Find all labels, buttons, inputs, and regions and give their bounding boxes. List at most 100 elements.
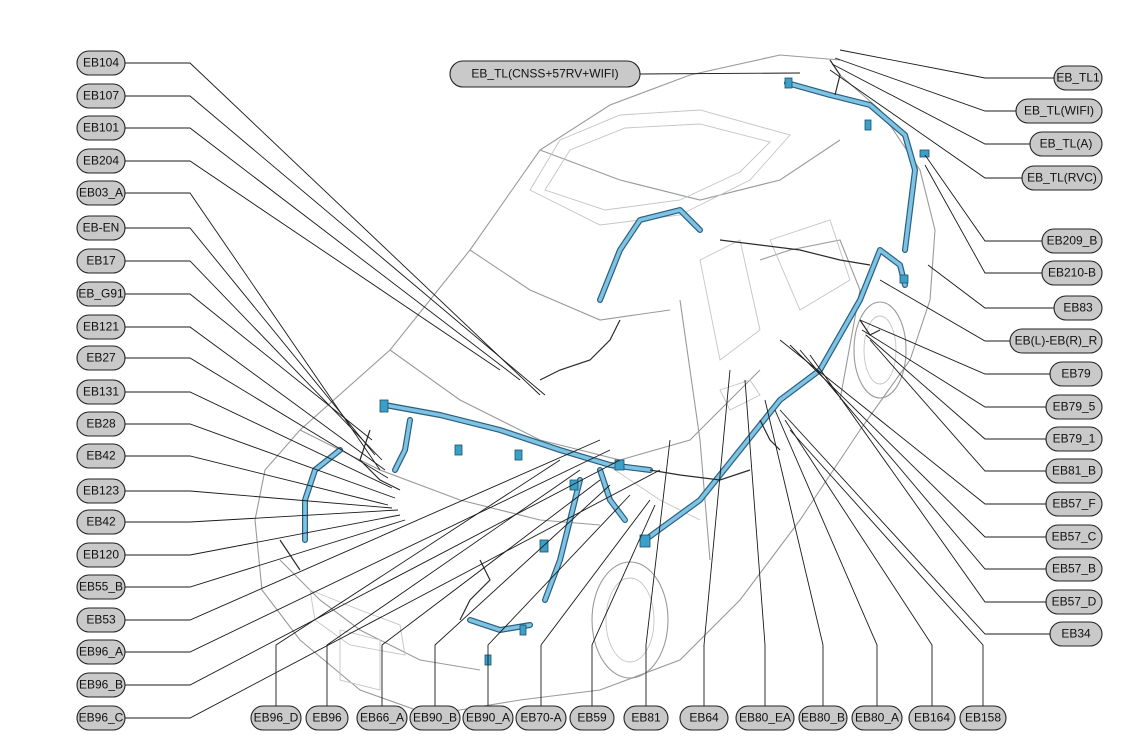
- label-eb79-5: EB79_5: [1045, 394, 1103, 420]
- leader-left-18-eb96-a: [125, 449, 611, 653]
- label-eb96-d: EB96_D: [250, 705, 302, 731]
- label-pill: [76, 607, 126, 633]
- label-pill: [76, 50, 126, 76]
- label-eb17: EB17: [76, 248, 126, 274]
- label-pill: [76, 672, 126, 698]
- label-eb42: EB42: [76, 443, 126, 469]
- label-eb-tl-a: EB_TL(A): [1029, 131, 1103, 157]
- label-pill: [1049, 621, 1103, 647]
- leader-left-10-eb131: [125, 391, 393, 489]
- label-eb64: EB64: [679, 705, 729, 731]
- leader-top-0-eb-tl-cnss-57rv-wifi: [639, 72, 801, 75]
- leader-lines: [125, 49, 1054, 719]
- label-pill: [569, 705, 615, 731]
- label-text: EB28: [86, 417, 116, 431]
- label-eb34: EB34: [1049, 621, 1103, 647]
- label-pill: [1045, 458, 1103, 484]
- label-pill: [250, 705, 302, 731]
- label-text: EB96_B: [79, 678, 123, 692]
- label-pill: [1015, 98, 1103, 124]
- label-eb53: EB53: [76, 607, 126, 633]
- leader-right-6-eb83: [927, 264, 1054, 309]
- leader-bottom-9-eb80-ea: [744, 379, 766, 706]
- label-text: EB96: [312, 711, 342, 725]
- leader-left-0-eb104: [125, 62, 541, 396]
- label-pill: [1029, 131, 1103, 157]
- leader-right-13-eb57-c: [789, 344, 1046, 538]
- label-text: EB53: [86, 613, 116, 627]
- label-text: EB80_A: [855, 711, 899, 725]
- label-eb-tl-cnss-57rv-wifi: EB_TL(CNSS+57RV+WIFI): [449, 60, 641, 88]
- label-text: EB104: [83, 56, 119, 70]
- label-text: EB34: [1061, 627, 1091, 641]
- leader-bottom-13-eb158: [789, 429, 984, 706]
- label-text: EB27: [86, 351, 116, 365]
- label-text: EB96_D: [254, 711, 299, 725]
- label-eb59: EB59: [569, 705, 615, 731]
- label-text: EB79: [1061, 367, 1091, 381]
- label-eb-tl-rvc: EB_TL(RVC): [1021, 165, 1103, 191]
- label-pill: [76, 411, 126, 437]
- label-text: EB57_C: [1052, 530, 1097, 544]
- label-text: EB204: [83, 154, 119, 168]
- label-text: EB79_1: [1053, 432, 1096, 446]
- label-pill: [409, 705, 461, 731]
- label-eb-tl-wifi: EB_TL(WIFI): [1015, 98, 1103, 124]
- leader-bottom-7-eb81: [645, 439, 671, 706]
- label-text: EB_TL(A): [1040, 137, 1093, 151]
- label-text: EB81: [631, 711, 661, 725]
- label-text: EB(L)-EB(R)_R: [1015, 334, 1098, 348]
- label-eb210-b: EB210-B: [1041, 260, 1103, 286]
- label-eb55-b: EB55_B: [76, 574, 126, 600]
- leader-bottom-11-eb80-a: [774, 409, 878, 706]
- label-text: EB121: [83, 320, 119, 334]
- label-text: EB57_F: [1052, 497, 1095, 511]
- leader-right-14-eb57-b: [799, 349, 1046, 570]
- leader-right-10-eb79-1: [865, 334, 1046, 440]
- label-pill: [1045, 589, 1103, 615]
- label-pill: [76, 542, 126, 568]
- label-text: EB120: [83, 548, 119, 562]
- label-eb-l-eb-r-r: EB(L)-EB(R)_R: [1009, 328, 1103, 354]
- label-text: EB80_EA: [739, 711, 791, 725]
- label-eb80-b: EB80_B: [798, 705, 848, 731]
- label-eb164: EB164: [908, 705, 956, 731]
- leader-left-7-eb-g91: [125, 293, 373, 441]
- label-pill: [623, 705, 669, 731]
- label-pill: [76, 574, 126, 600]
- label-eb107: EB107: [76, 83, 126, 109]
- label-eb96: EB96: [305, 705, 349, 731]
- label-eb57-c: EB57_C: [1045, 524, 1103, 550]
- label-pill: [1049, 361, 1103, 387]
- label-pill: [1045, 394, 1103, 420]
- leader-right-11-eb81-b: [869, 339, 1046, 472]
- label-text: EB83: [1063, 301, 1093, 315]
- label-eb123: EB123: [76, 478, 126, 504]
- label-eb96-a: EB96_A: [76, 639, 126, 665]
- label-eb90-b: EB90_B: [409, 705, 461, 731]
- label-pill: [76, 443, 126, 469]
- label-pill: [76, 148, 126, 174]
- label-eb81: EB81: [623, 705, 669, 731]
- leader-bottom-8-eb64: [703, 369, 731, 706]
- label-eb96-c: EB96_C: [76, 705, 126, 731]
- label-eb96-b: EB96_B: [76, 672, 126, 698]
- label-text: EB_TL1: [1056, 71, 1100, 85]
- leader-left-13-eb123: [125, 490, 393, 509]
- leader-bottom-5-eb70-a: [540, 499, 651, 706]
- label-eb66-a: EB66_A: [356, 705, 408, 731]
- leader-right-4-eb209-b: [924, 154, 1042, 242]
- label-text: EB64: [689, 711, 719, 725]
- label-eb70-a: EB70-A: [515, 705, 567, 731]
- label-pill: [735, 705, 795, 731]
- label-pill: [1021, 165, 1103, 191]
- leader-left-2-eb101: [125, 127, 521, 381]
- leader-right-12-eb57-f: [779, 339, 1046, 505]
- leader-bottom-3-eb90-b: [434, 484, 611, 706]
- leader-left-15-eb120: [125, 514, 401, 556]
- label-eb79-1: EB79_1: [1045, 426, 1103, 452]
- leader-bottom-12-eb164: [784, 419, 933, 706]
- label-pill: [356, 705, 408, 731]
- label-text: EB101: [83, 121, 119, 135]
- label-text: EB70-A: [520, 711, 561, 725]
